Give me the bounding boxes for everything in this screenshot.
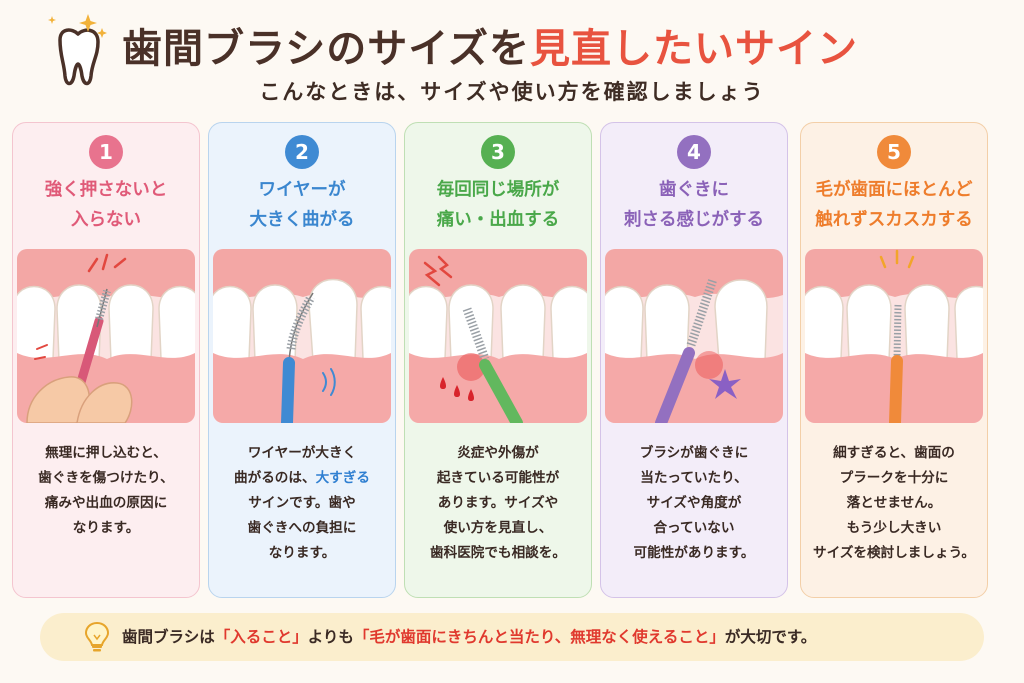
desc-line: 歯ぐきへの負担に	[247, 520, 357, 536]
desc-line: サイズや角度が	[646, 495, 742, 511]
desc-line-part: 曲がるのは、	[234, 470, 316, 486]
desc-line: なります。	[72, 520, 140, 536]
desc-line: 歯科医院でも相談を。	[430, 545, 566, 561]
footer-text: 歯間ブラシは「入ること」よりも「毛が歯面にきちんと当たり、無理なく使えること」が…	[122, 613, 816, 661]
card-title: ワイヤーが 大きく曲がる	[213, 175, 391, 235]
header: 歯間ブラシのサイズを見直したいサイン こんなときは、サイズや使い方を確認しましょ…	[0, 0, 1024, 118]
bent-wire-brush-icon	[213, 249, 391, 423]
card-title-line: 大きく曲がる	[249, 210, 355, 230]
card-title-line: 歯ぐきに	[659, 180, 729, 200]
desc-line: 可能性があります。	[633, 545, 755, 561]
card-title-line: 触れずスカスカする	[815, 210, 973, 230]
desc-line: あります。サイズや	[437, 495, 559, 511]
card-title-line: 痛い・出血する	[436, 210, 560, 230]
desc-line: 痛みや出血の原因に	[44, 495, 168, 511]
desc-line: 曲がるのは、大すぎる	[213, 466, 391, 491]
desc-line: 歯ぐきを傷つけたり、	[38, 470, 174, 486]
card-number-badge: 1	[89, 135, 123, 169]
sign-card-4: 4 歯ぐきに 刺さる感じがする ブラシが歯ぐきに 当たっていたり、 サイズや角度…	[600, 122, 788, 598]
sign-card-3: 3 毎回同じ場所が 痛い・出血する 炎症や外傷が 起きている可能性が あります。…	[404, 122, 592, 598]
footer-highlight: 「入ること」	[214, 628, 308, 646]
footer-tip-banner: 歯間ブラシは「入ること」よりも「毛が歯面にきちんと当たり、無理なく使えること」が…	[40, 613, 984, 661]
page-title: 歯間ブラシのサイズを見直したいサイン	[122, 16, 858, 74]
card-description: 細すぎると、歯面の プラークを十分に 落とせません。 もう少し大きい サイズを検…	[805, 441, 983, 566]
footer-text-part: よりも	[307, 628, 354, 646]
desc-line: 使い方を見直し、	[443, 520, 553, 536]
footer-text-part: 歯間ブラシは	[122, 628, 215, 646]
card-title: 毛が歯面にほとんど 触れずスカスカする	[805, 175, 983, 235]
desc-line: 細すぎると、歯面の	[833, 445, 955, 461]
sign-card-5: 5 毛が歯面にほとんど 触れずスカスカする 細すぎると、歯面の プラークを十分に…	[800, 122, 988, 598]
card-title-line: 刺さる感じがする	[624, 210, 764, 230]
title-part-2: 見直したいサイン	[530, 26, 858, 72]
desc-line: なります。	[268, 545, 336, 561]
loose-thin-brush-icon	[805, 249, 983, 423]
card-title-line: 強く押さないと	[44, 180, 168, 200]
desc-line: プラークを十分に	[839, 470, 949, 486]
card-title: 強く押さないと 入らない	[17, 175, 195, 235]
desc-highlight: 大すぎる	[315, 470, 370, 486]
desc-line: 落とせません。	[846, 495, 942, 511]
bleeding-gum-icon	[409, 249, 587, 423]
brush-poking-gum-icon	[605, 249, 783, 423]
card-description: ワイヤーが大きく 曲がるのは、大すぎる サインです。歯や 歯ぐきへの負担に なり…	[213, 441, 391, 566]
page-subtitle: こんなときは、サイズや使い方を確認しましょう	[259, 80, 765, 104]
desc-line: 無理に押し込むと、	[45, 445, 167, 461]
lightbulb-icon	[84, 621, 110, 652]
desc-line: 当たっていたり、	[640, 470, 748, 486]
card-description: 無理に押し込むと、 歯ぐきを傷つけたり、 痛みや出血の原因に なります。	[17, 441, 195, 541]
card-title-line: ワイヤーが	[258, 180, 346, 200]
card-title-line: 毛が歯面にほとんど	[815, 180, 973, 200]
desc-line: 合っていない	[653, 520, 735, 536]
sign-card-1: 1 強く押さないと 入らない 無理に押し込むと、 歯ぐきを傷つけたり、 痛みや出…	[12, 122, 200, 598]
footer-highlight: 「毛が歯面にきちんと当たり、無理なく使えること」	[353, 628, 725, 646]
tooth-sparkle-icon	[48, 14, 107, 86]
desc-line: サイズを検討しましょう。	[813, 545, 975, 561]
desc-line: もう少し大きい	[846, 520, 942, 536]
desc-line: サインです。歯や	[248, 495, 356, 511]
card-title: 歯ぐきに 刺さる感じがする	[605, 175, 783, 235]
card-number-badge: 5	[877, 135, 911, 169]
card-description: 炎症や外傷が 起きている可能性が あります。サイズや 使い方を見直し、 歯科医院…	[409, 441, 587, 566]
card-title-line: 毎回同じ場所が	[436, 180, 560, 200]
card-title: 毎回同じ場所が 痛い・出血する	[409, 175, 587, 235]
desc-line: ブラシが歯ぐきに	[639, 445, 749, 461]
card-number-badge: 2	[285, 135, 319, 169]
footer-text-part: が大切です。	[724, 628, 817, 646]
card-number-badge: 3	[481, 135, 515, 169]
desc-line: ワイヤーが大きく	[247, 445, 357, 461]
desc-line: 炎症や外傷が	[457, 445, 539, 461]
sign-card-2: 2 ワイヤーが 大きく曲がる ワイヤーが大きく 曲がるのは、大すぎる サインです…	[208, 122, 396, 598]
title-part-1: 歯間ブラシのサイズを	[122, 26, 530, 72]
desc-line: 起きている可能性が	[436, 470, 560, 486]
card-title-line: 入らない	[71, 210, 141, 230]
brush-pushed-by-fingers-icon	[17, 249, 195, 423]
card-number-badge: 4	[677, 135, 711, 169]
card-description: ブラシが歯ぐきに 当たっていたり、 サイズや角度が 合っていない 可能性がありま…	[605, 441, 783, 566]
